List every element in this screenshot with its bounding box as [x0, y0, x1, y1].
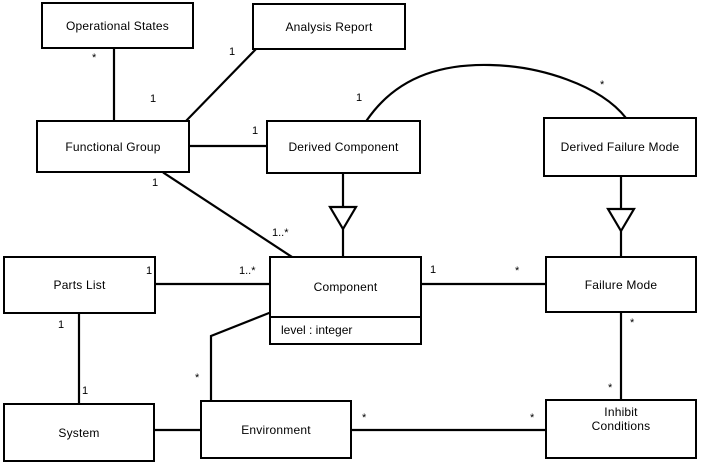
- class-name-failure-mode: Failure Mode: [584, 277, 658, 292]
- class-box-environment[interactable]: Environment: [200, 400, 352, 459]
- class-box-functional-group[interactable]: Functional Group: [36, 120, 190, 173]
- class-name-operational-states: Operational States: [66, 18, 169, 33]
- multiplicity-component-parts-list-end: 1..*: [239, 265, 256, 277]
- assoc-functional-group-component: [162, 171, 294, 259]
- multiplicity-operational-states-end: *: [92, 52, 97, 64]
- class-box-analysis-report[interactable]: Analysis Report: [252, 3, 406, 50]
- class-box-derived-failure-mode[interactable]: Derived Failure Mode: [543, 117, 697, 177]
- class-name-inhibit-conditions: Inhibit Conditions: [591, 405, 651, 433]
- multiplicity-component-functional-group-end: 1..*: [272, 227, 289, 239]
- class-attribute-component-level: level : integer: [271, 316, 420, 343]
- class-name-environment: Environment: [241, 422, 311, 437]
- multiplicity-derived-component-arc-end: 1: [356, 92, 363, 104]
- multiplicity-environment-inhibit-end: *: [362, 412, 367, 424]
- multiplicity-derived-component-end: 1: [252, 125, 259, 137]
- class-name-derived-failure-mode: Derived Failure Mode: [560, 140, 680, 154]
- class-box-parts-list[interactable]: Parts List: [3, 256, 156, 314]
- class-name-functional-group: Functional Group: [65, 139, 161, 154]
- class-box-derived-component[interactable]: Derived Component: [266, 120, 421, 174]
- class-name-system: System: [58, 425, 100, 440]
- class-name-derived-component: Derived Component: [288, 140, 399, 154]
- assoc-derived-component-derived-failure-mode: [365, 63, 628, 122]
- class-box-system[interactable]: System: [3, 403, 155, 462]
- multiplicity-inhibit-failure-mode-end: *: [608, 382, 613, 394]
- class-name-parts-list: Parts List: [53, 278, 106, 292]
- class-box-operational-states[interactable]: Operational States: [41, 2, 194, 49]
- class-name-analysis-report: Analysis Report: [285, 19, 373, 34]
- class-name-component: Component: [313, 280, 378, 294]
- generalization-triangle-derived-failure-mode: [606, 207, 636, 234]
- multiplicity-failure-mode-component-end: *: [515, 265, 520, 277]
- assoc-component-environment: [209, 311, 271, 402]
- class-box-failure-mode[interactable]: Failure Mode: [545, 256, 697, 313]
- multiplicity-derived-failure-mode-arc-end: *: [600, 79, 605, 91]
- multiplicity-inhibit-environment-end: *: [530, 412, 535, 424]
- multiplicity-environment-component-end: *: [195, 372, 200, 384]
- multiplicity-failure-mode-inhibit-end: *: [630, 317, 635, 329]
- multiplicity-functional-group-component-end: 1: [152, 177, 159, 189]
- multiplicity-system-parts-list-end: 1: [82, 385, 89, 397]
- class-box-inhibit-conditions[interactable]: Inhibit Conditions: [545, 399, 697, 459]
- multiplicity-parts-list-component-end: 1: [146, 265, 153, 277]
- class-box-component[interactable]: Component level : integer: [269, 256, 422, 345]
- multiplicity-component-failure-mode-end: 1: [430, 264, 437, 276]
- assoc-functional-group-analysis-report: [184, 48, 257, 123]
- generalization-triangle-derived-component: [328, 205, 358, 232]
- multiplicity-analysis-report-end: 1: [229, 46, 236, 58]
- multiplicity-functional-group-report-end: 1: [150, 93, 157, 105]
- multiplicity-parts-list-system-end: 1: [58, 319, 65, 331]
